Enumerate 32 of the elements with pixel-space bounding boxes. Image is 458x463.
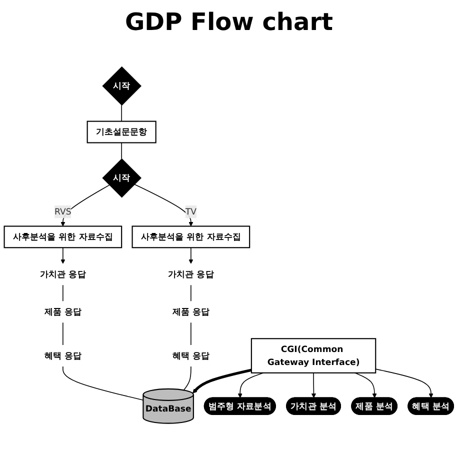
node-box: 기초설문문항 — [86, 120, 156, 144]
node-text: 혜택 응답 — [44, 350, 82, 361]
arrow — [188, 247, 194, 264]
node-box: CGI(Common Gateway Interface) — [250, 338, 376, 374]
connector — [62, 322, 64, 346]
node-text: 가치관 응답 — [40, 269, 86, 280]
node-text: 제품 응답 — [172, 306, 210, 317]
connector — [190, 284, 192, 302]
node-box: 사후분석을 위한 자료수집 — [132, 226, 250, 248]
arrow — [60, 184, 110, 226]
arrow — [192, 368, 252, 394]
connector — [121, 142, 122, 160]
arrow — [311, 372, 316, 398]
connector — [190, 322, 192, 346]
node-diamond: 시작 — [102, 158, 142, 198]
arrow — [354, 372, 377, 398]
node-text: 가치관 응답 — [168, 269, 214, 280]
connector — [183, 366, 192, 391]
diagram-title: GDP Flow chart — [124, 8, 334, 36]
connector — [62, 366, 144, 400]
edge-label: RVS — [54, 206, 72, 217]
arrow — [375, 368, 434, 398]
arrow — [238, 372, 264, 398]
arrow — [60, 247, 66, 264]
node-text: 혜택 응답 — [172, 350, 210, 361]
node-diamond: 시작 — [102, 66, 142, 106]
arrow — [134, 184, 194, 226]
node-box: 사후분석을 위한 자료수집 — [4, 226, 122, 248]
connector — [62, 284, 64, 302]
node-text: 제품 응답 — [44, 306, 82, 317]
edge-label: TV — [185, 206, 196, 217]
connector — [121, 104, 122, 122]
